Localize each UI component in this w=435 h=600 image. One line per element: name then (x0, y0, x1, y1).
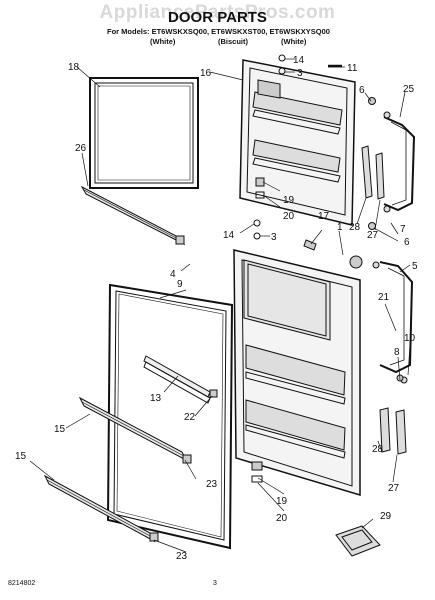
callout-6b: 6 (404, 237, 410, 248)
leader-lines (29, 58, 411, 553)
callout-5: 5 (412, 261, 418, 272)
callout-27b: 27 (388, 483, 400, 494)
callout-27: 27 (367, 230, 379, 241)
callout-22: 22 (184, 412, 196, 423)
callout-6: 6 (359, 85, 365, 96)
callout-25: 25 (403, 84, 415, 95)
callout-14: 14 (293, 55, 305, 66)
callout-13: 13 (150, 393, 162, 404)
color-label-3: (White) (281, 37, 307, 46)
callout-15-upper: 15 (54, 424, 66, 435)
callout-18: 18 (68, 62, 80, 73)
callout-11: 11 (347, 63, 358, 74)
callout-28: 28 (349, 222, 361, 233)
callout-28b: 28 (372, 444, 384, 455)
callout-17: 17 (318, 211, 330, 222)
callout-3: 3 (297, 68, 303, 79)
callout-20b: 20 (276, 513, 288, 524)
shelf-rail (143, 355, 211, 404)
bottom-hinge (335, 525, 381, 557)
callout-9: 9 (177, 279, 183, 290)
callout-16: 16 (200, 68, 212, 79)
watermark: AppliancePartsPros.com (99, 2, 336, 23)
refrigerator-breaker-strip-upper (78, 396, 188, 462)
color-label-2: (Biscuit) (218, 37, 248, 46)
callout-3b: 3 (271, 232, 277, 243)
callout-4: 4 (170, 269, 176, 280)
page-number: 3 (213, 580, 217, 587)
models-line: For Models: ET6WSKXSQ00, ET6WSKXST00, ET… (107, 27, 330, 36)
refrigerator-breaker-strip-lower (43, 474, 156, 543)
callout-7: 7 (400, 224, 406, 235)
document-number: 8214802 (8, 580, 36, 587)
callout-1: 1 (337, 222, 343, 233)
refrigerator-handle (372, 261, 414, 455)
page-title: DOOR PARTS (168, 9, 267, 26)
callout-labels: 18 16 14 3 11 6 25 26 19 20 28 27 1 17 1… (15, 55, 418, 562)
color-label-1: (White) (150, 37, 176, 46)
freezer-handle (361, 111, 416, 213)
callout-29: 29 (380, 511, 392, 522)
callout-14b: 14 (223, 230, 235, 241)
freezer-door (239, 59, 356, 226)
refrigerator-gasket (106, 283, 234, 550)
freezer-hardware (255, 54, 376, 199)
callout-15-lower: 15 (15, 451, 27, 462)
callout-10: 10 (404, 333, 416, 344)
callout-21: 21 (378, 292, 390, 303)
callout-26: 26 (75, 143, 87, 154)
freezer-gasket (89, 77, 199, 189)
refrigerator-hardware (251, 219, 404, 483)
refrigerator-door (233, 239, 363, 497)
callout-23-lower: 23 (176, 551, 188, 562)
callout-20: 20 (283, 211, 295, 222)
callout-8: 8 (394, 347, 400, 358)
freezer-breaker-strip (80, 185, 186, 246)
callout-19b: 19 (276, 496, 288, 507)
callout-19: 19 (283, 195, 295, 206)
callout-23-upper: 23 (206, 479, 218, 490)
